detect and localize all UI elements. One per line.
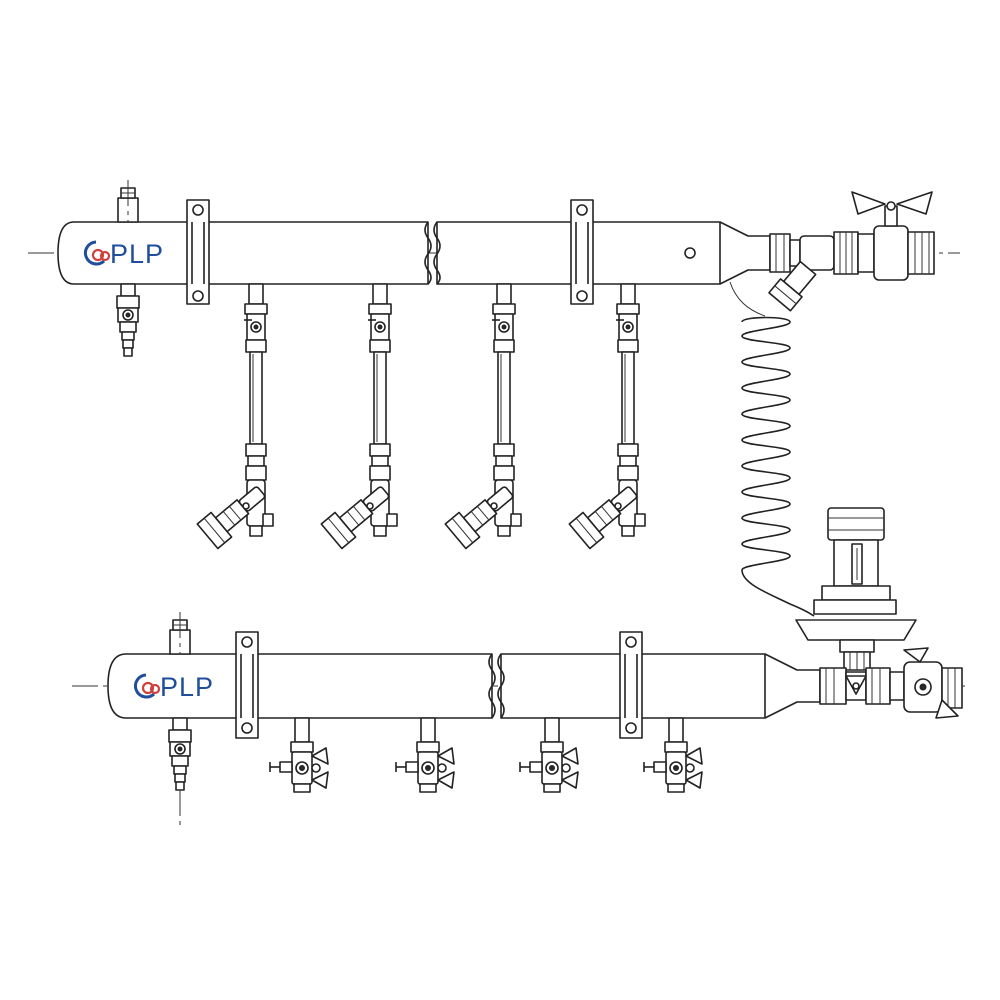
mounting-bracket xyxy=(235,631,259,739)
ball-valve-body xyxy=(873,225,909,281)
balancing-valve-branch xyxy=(568,283,646,550)
ball-valve-branch xyxy=(519,717,579,793)
capillary-coil xyxy=(729,281,815,617)
upper-inlet-assembly xyxy=(768,191,935,312)
upper-manifold: PLP xyxy=(28,180,960,550)
balancing-valve-branch xyxy=(444,283,522,550)
sensor-port-icon xyxy=(684,247,696,259)
ball-valve-branch xyxy=(269,717,329,793)
mounting-bracket xyxy=(570,199,594,305)
drain-valve-icon xyxy=(168,717,192,791)
lower-inlet-ball-valve xyxy=(903,647,963,719)
y-strainer-icon xyxy=(768,260,817,312)
plp-logo: PLP xyxy=(83,239,164,269)
butterfly-handle-icon xyxy=(851,191,933,227)
valve-handle-icon xyxy=(903,647,929,663)
mounting-bracket xyxy=(186,199,210,305)
balancing-valve-branch xyxy=(196,283,274,550)
logo-text: PLP xyxy=(160,672,214,702)
plp-logo: PLP xyxy=(133,672,214,702)
lower-manifold: PLP xyxy=(72,612,965,826)
drain-valve-icon xyxy=(116,283,140,357)
balancing-valve-branch xyxy=(320,283,398,550)
mounting-bracket xyxy=(619,631,643,739)
pressure-regulator xyxy=(795,507,917,705)
logo-text: PLP xyxy=(110,239,164,269)
ball-valve-branch xyxy=(643,717,703,793)
ball-valve-branch xyxy=(395,717,455,793)
